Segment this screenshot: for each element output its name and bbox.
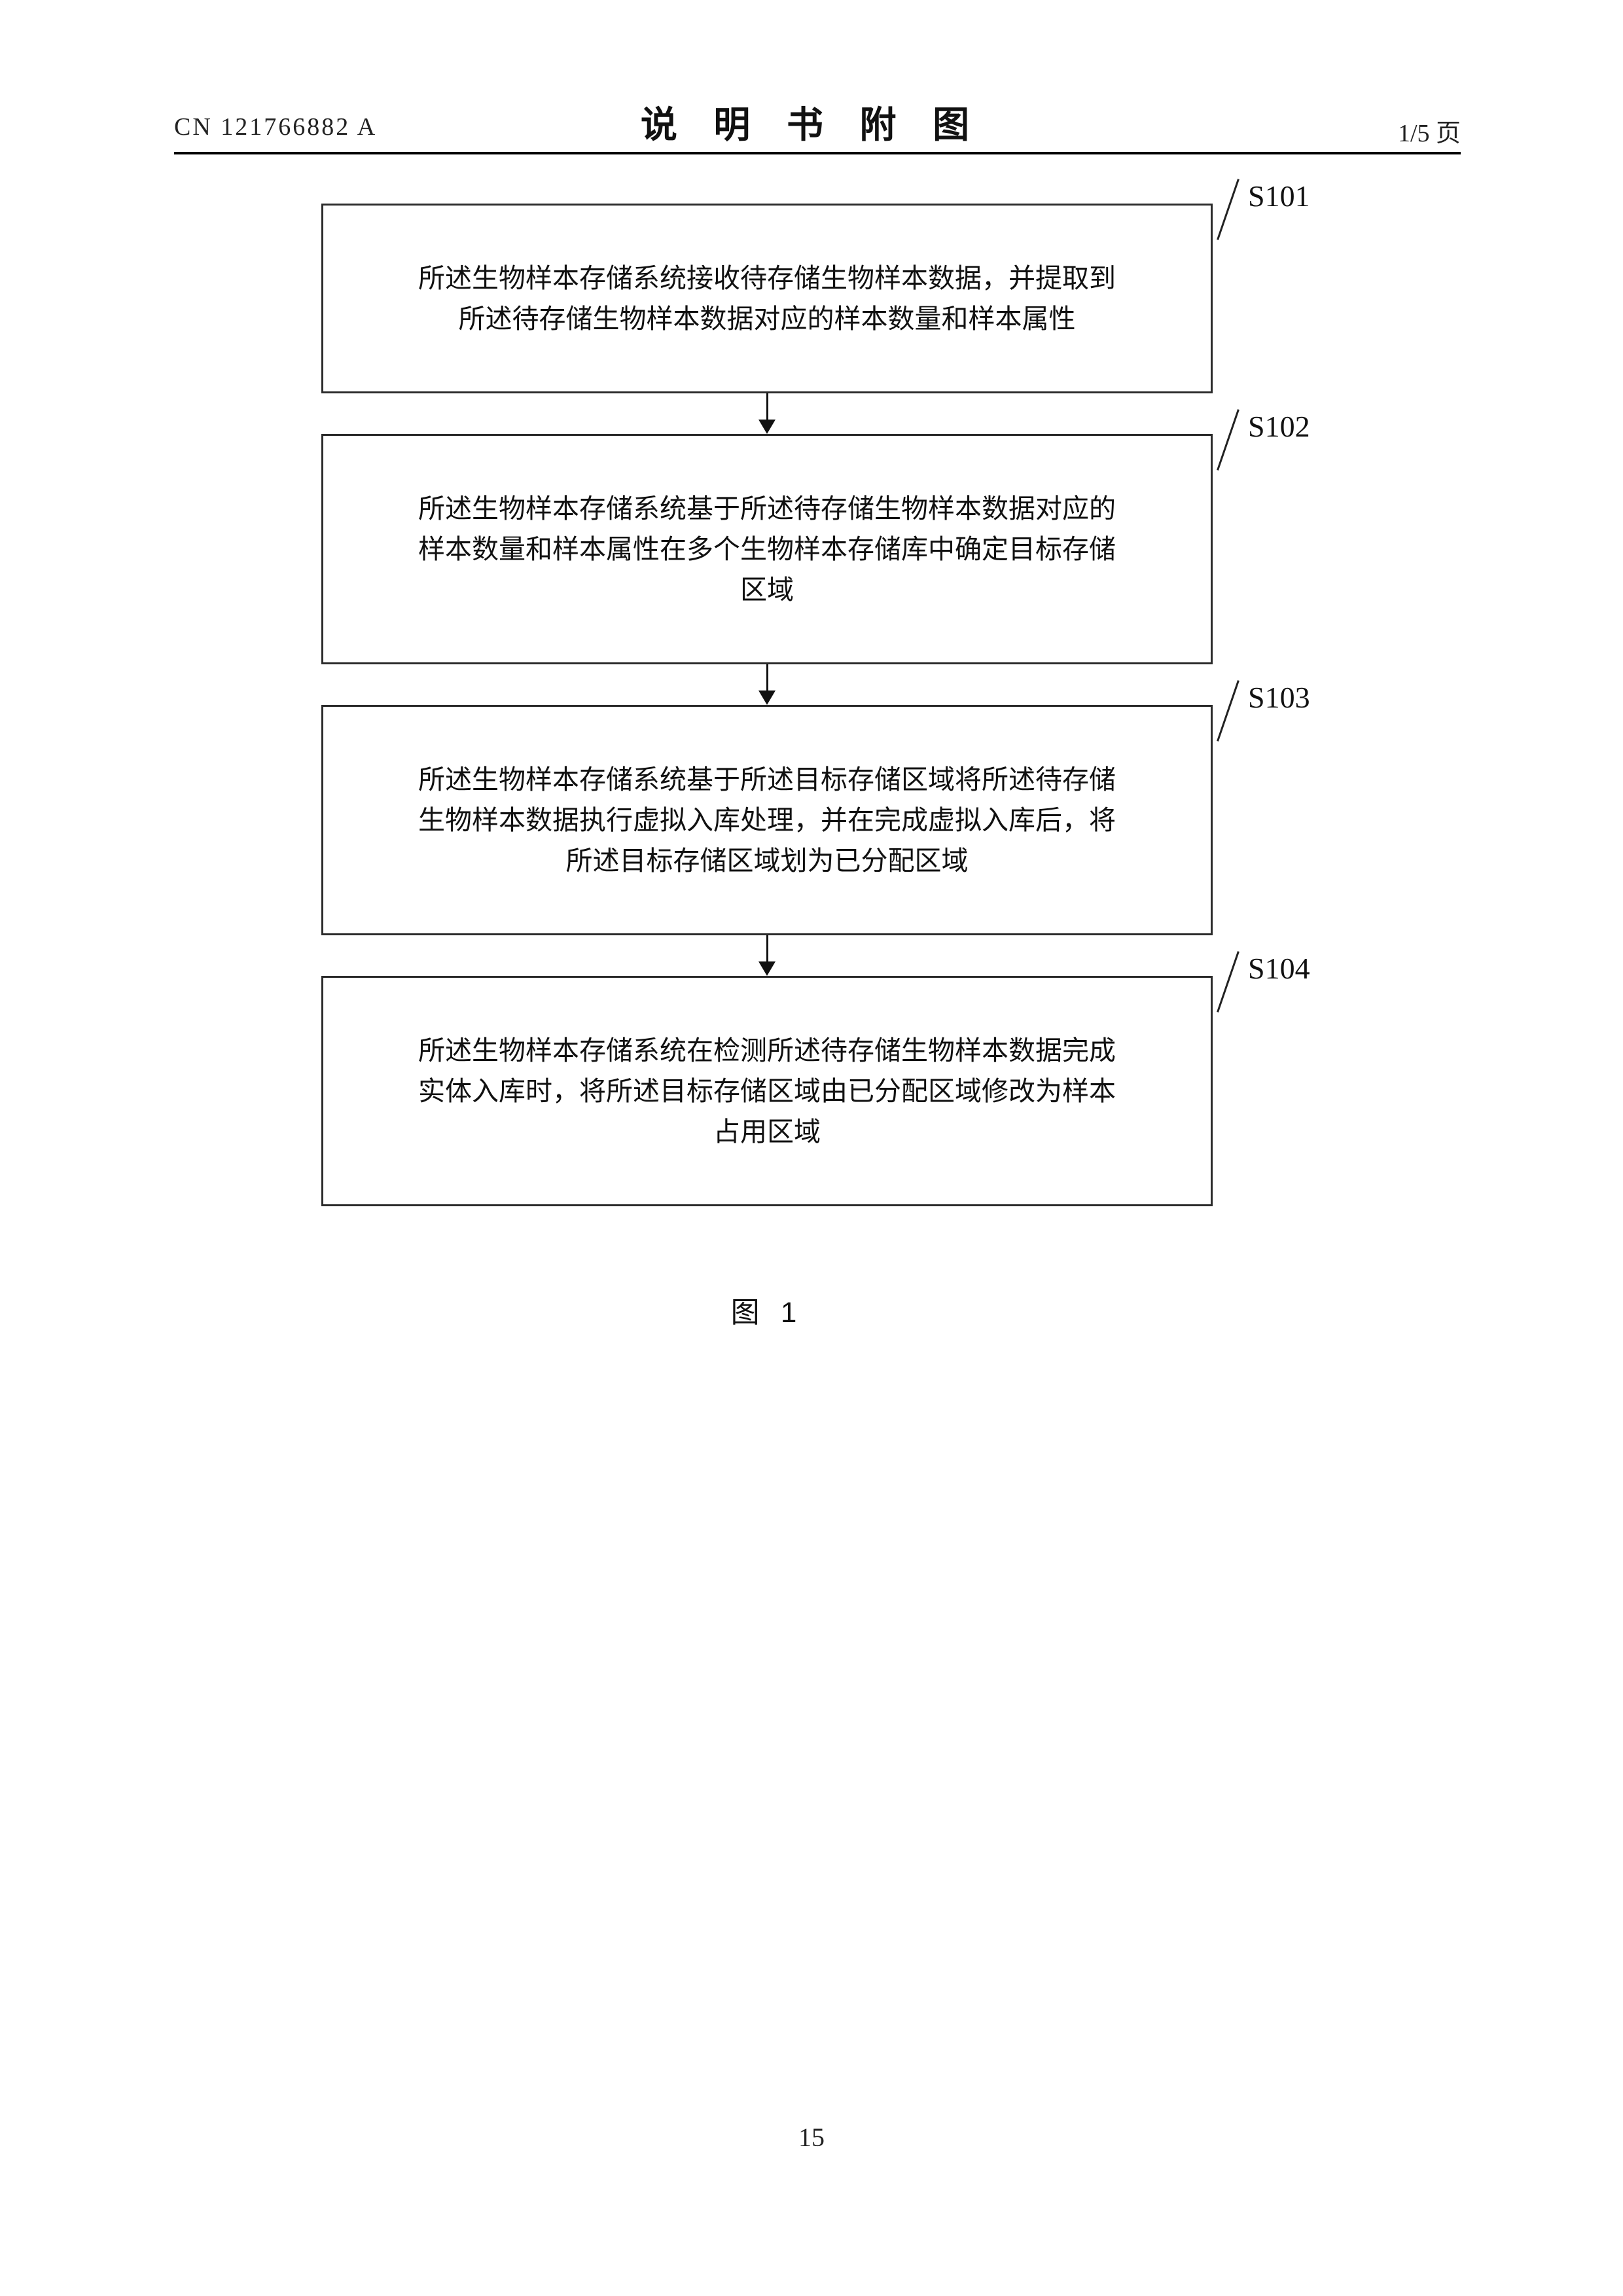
- flow-step-s101: 所述生物样本存储系统接收待存储生物样本数据，并提取到 所述待存储生物样本数据对应…: [321, 179, 1310, 393]
- flow-arrow-down: [766, 935, 768, 961]
- step-label-slash: [1217, 409, 1240, 471]
- flow-step-box: 所述生物样本存储系统基于所述目标存储区域将所述待存储 生物样本数据执行虚拟入库处…: [321, 705, 1213, 935]
- page-title: 说 明 书 附 图: [640, 104, 983, 145]
- flow-step-box: 所述生物样本存储系统基于所述待存储生物样本数据对应的 样本数量和样本属性在多个生…: [321, 434, 1213, 664]
- footer-page-number: 15: [798, 2123, 825, 2152]
- flow-step-text: 所述生物样本存储系统基于所述待存储生物样本数据对应的 样本数量和样本属性在多个生…: [418, 493, 1116, 605]
- flow-step-text: 所述生物样本存储系统接收待存储生物样本数据，并提取到 所述待存储生物样本数据对应…: [418, 263, 1116, 334]
- step-label-slash: [1217, 179, 1240, 240]
- flow-step-s104: 所述生物样本存储系统在检测所述待存储生物样本数据完成 实体入库时，将所述目标存储…: [321, 951, 1310, 1206]
- step-label: S101: [1248, 179, 1310, 213]
- page-indicator: 1/5 页: [1397, 120, 1461, 147]
- document-number: CN 121766882 A: [174, 113, 378, 141]
- header-divider: [174, 152, 1461, 154]
- flow-arrow-down: [766, 664, 768, 691]
- flow-step-s102: 所述生物样本存储系统基于所述待存储生物样本数据对应的 样本数量和样本属性在多个生…: [321, 409, 1310, 664]
- step-label-slash: [1217, 951, 1240, 1013]
- step-label-slash: [1217, 680, 1240, 742]
- flow-arrow-down: [766, 393, 768, 420]
- step-label: S104: [1248, 952, 1310, 985]
- flow-step-text: 所述生物样本存储系统基于所述目标存储区域将所述待存储 生物样本数据执行虚拟入库处…: [418, 764, 1116, 876]
- flow-step-box: 所述生物样本存储系统接收待存储生物样本数据，并提取到 所述待存储生物样本数据对应…: [321, 204, 1213, 393]
- step-label: S103: [1248, 681, 1310, 714]
- step-label: S102: [1248, 410, 1310, 443]
- flow-step-text: 所述生物样本存储系统在检测所述待存储生物样本数据完成 实体入库时，将所述目标存储…: [418, 1035, 1116, 1147]
- flowchart: 所述生物样本存储系统接收待存储生物样本数据，并提取到 所述待存储生物样本数据对应…: [321, 179, 1310, 1331]
- flow-step-box: 所述生物样本存储系统在检测所述待存储生物样本数据完成 实体入库时，将所述目标存储…: [321, 976, 1213, 1206]
- figure-caption: 图 1: [730, 1297, 804, 1329]
- flow-step-s103: 所述生物样本存储系统基于所述目标存储区域将所述待存储 生物样本数据执行虚拟入库处…: [321, 680, 1310, 935]
